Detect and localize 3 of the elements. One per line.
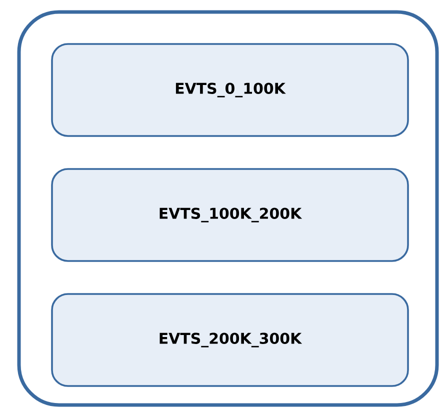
process-box: EVTS_100K_200K [51,168,409,262]
process-box: EVTS_200K_300K [51,293,409,387]
process-box: EVTS_0_100K [51,43,409,137]
